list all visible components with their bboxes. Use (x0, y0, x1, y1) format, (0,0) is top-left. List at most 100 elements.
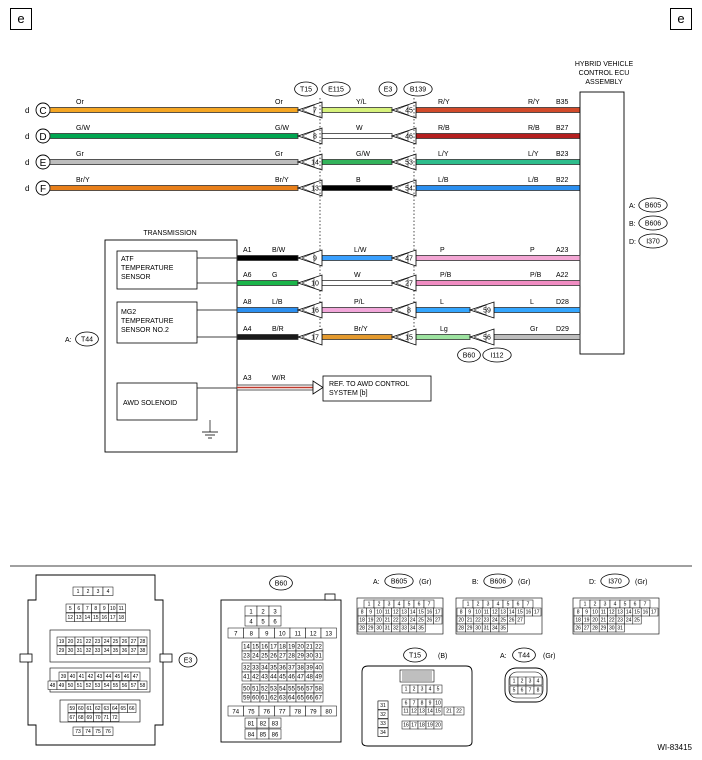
trans-wire-right (415, 280, 581, 286)
connector-cell-number: 15 (517, 610, 523, 616)
connector-cell-number: 48 (50, 683, 56, 689)
wire-left (49, 159, 299, 165)
connector-cell-number: 8 (361, 610, 364, 616)
wire-color-label: Br/Y (275, 177, 289, 184)
connector-pin: 59 (483, 308, 491, 315)
mg2-sensor-label: MG2 (121, 309, 136, 316)
ecu-pin-label: A23 (556, 247, 569, 254)
connector-pin: 54 (405, 186, 413, 193)
connector-cell-number: 26 (427, 618, 433, 624)
connector-cell-number: 3 (97, 589, 100, 595)
connector-pin-inner (301, 182, 315, 194)
connector-cell-number: 41 (243, 675, 250, 681)
connector-cell-number: 45 (279, 675, 286, 681)
connector-cell-number: 34 (261, 666, 268, 672)
connector-cell-number: 30 (306, 654, 313, 660)
connector-cell-number: 27 (584, 626, 590, 632)
connector-tag-t15-oval (294, 81, 318, 97)
connector-cell-number: 64 (112, 706, 118, 712)
connector-cell-number: 75 (95, 729, 101, 735)
wire-color-label: L/B (528, 177, 539, 184)
connector-cell (453, 706, 465, 716)
wire-color-label: R/Y (438, 99, 450, 106)
connector-cell-number: 1 (584, 602, 587, 608)
wire-right (415, 159, 581, 165)
wire-color-label: W (356, 125, 363, 132)
connector-cell-number: 49 (315, 675, 322, 681)
connector-cell-number: 14 (410, 610, 416, 616)
wire-color-label: Or (76, 99, 84, 106)
awd-solenoid-label: AWD SOLENOID (123, 400, 177, 407)
connector-cell-number: 23 (484, 618, 490, 624)
connector-cell-number: 51 (77, 683, 83, 689)
connector-cell-number: 19 (368, 618, 374, 624)
connector-pin-inner (395, 130, 409, 142)
connector-cell-number: 33 (252, 666, 259, 672)
wire-color-label: L/W (354, 247, 367, 254)
connector-cell (377, 700, 389, 710)
connector-cell-number: 64 (288, 696, 295, 702)
connector-cell (313, 650, 324, 661)
ecu-connector-tag-oval (638, 197, 668, 213)
connector-cell-number: 1 (467, 602, 470, 608)
connector-cell-number: 69 (86, 715, 92, 721)
wire-color-label: Gr (275, 151, 283, 158)
connector-cell (433, 720, 443, 730)
wire-color-label: L/Y (438, 151, 449, 158)
mg2-sensor-label: TEMPERATURE (121, 318, 174, 325)
connector-pin-shape (296, 179, 323, 197)
connector-cell-number: 6 (634, 602, 637, 608)
connector-cell-number: 4 (398, 602, 401, 608)
connector-cell-number: 43 (261, 675, 268, 681)
connector-cell-number: 24 (104, 639, 110, 645)
connector-cell-number: 2 (477, 602, 480, 608)
connector-cell-number: 63 (103, 706, 109, 712)
connector-cell-number: 6 (405, 701, 408, 707)
figure-id: WI-83415 (657, 743, 692, 752)
connector-cell-number: 24 (410, 618, 416, 624)
wire-color-label: G/W (356, 151, 370, 158)
connector-cell-number: 29 (297, 654, 304, 660)
connector-cell-number: 29 (368, 626, 374, 632)
connector-cell-number: 32 (243, 666, 250, 672)
connector-cell-number: 60 (78, 706, 84, 712)
connector-cell-number: 65 (297, 696, 304, 702)
connector-cell-number: 2 (594, 602, 597, 608)
connector-cell-number: 63 (279, 696, 286, 702)
connector-cell-number: 19 (59, 639, 65, 645)
connector-cell-number: 18 (419, 723, 425, 729)
connector-cell-number: 30 (376, 626, 382, 632)
connector-cell-number: 7 (413, 701, 416, 707)
connector-cell-number: 35 (500, 626, 506, 632)
connector-tag-e3-oval (378, 81, 398, 97)
ecu-view-prefix: A: (373, 579, 380, 586)
connector-cell-number: 67 (69, 715, 75, 721)
connector-cell-number: 5 (624, 602, 627, 608)
ecu-view-tag-oval (483, 573, 513, 589)
connector-cell (320, 705, 337, 717)
connector-cell-number: 24 (492, 618, 498, 624)
connector-cell-number: 33 (401, 626, 407, 632)
wire-color-label: P (440, 247, 445, 254)
connector-cell-number: 25 (634, 618, 640, 624)
connector-pin: 7 (313, 108, 317, 115)
connector-cell-number: 21 (306, 645, 313, 651)
trans-wire-left (236, 255, 299, 261)
connector-cell-number: 31 (77, 648, 83, 654)
connector-cell-number: 31 (617, 626, 623, 632)
connector-cell-number: 17 (534, 610, 540, 616)
transmission-pin-label: A6 (243, 272, 252, 279)
connector-cell-number: 8 (250, 632, 254, 638)
connector-cell-number: 7 (428, 602, 431, 608)
connector-cell-number: 20 (592, 618, 598, 624)
connector-pin-shape (296, 274, 323, 292)
connector-cell-number: 12 (67, 615, 73, 621)
connector-cell-number: 4 (614, 602, 617, 608)
connector-cell-number: 1 (249, 610, 253, 616)
connector-pin-shape (296, 153, 323, 171)
connector-cell-number: 22 (315, 645, 322, 651)
connector-cell-number: 74 (232, 710, 239, 716)
wire-left (49, 107, 299, 113)
connector-cell-number: 12 (393, 610, 399, 616)
